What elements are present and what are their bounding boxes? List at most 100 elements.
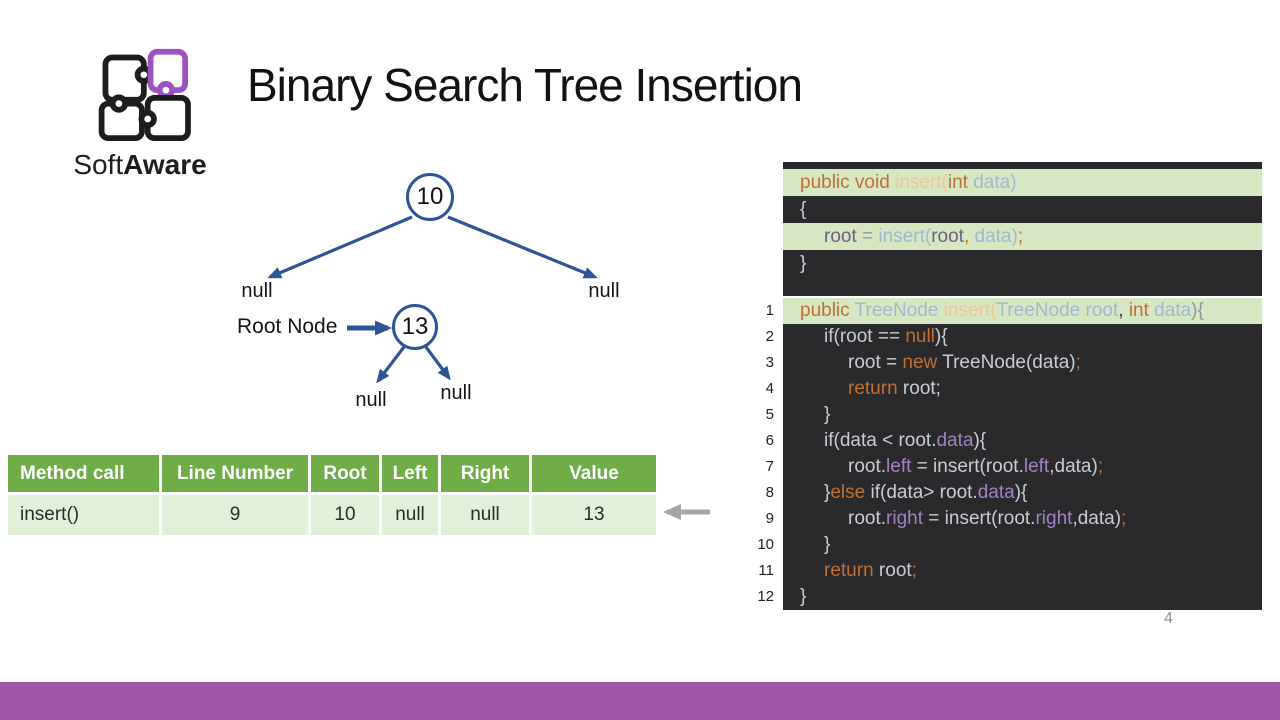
null-label-13-left: null <box>355 389 387 411</box>
code-token: = insert(root. <box>923 508 1036 529</box>
code-token: ,data) <box>1072 508 1122 529</box>
code-line: root = new TreeNode(data); <box>783 350 1262 376</box>
code-token: ,data) <box>1049 456 1098 477</box>
code-token: data <box>977 482 1015 503</box>
code-token: right <box>886 508 923 529</box>
code-line: return root; <box>783 558 1262 584</box>
code-token: left <box>886 456 912 477</box>
code-line: if(root == null){ <box>783 324 1262 350</box>
code-token: ){ <box>1191 300 1204 321</box>
page-number: 4 <box>1164 610 1173 627</box>
code-line: { <box>783 196 1262 223</box>
code-token: root <box>824 226 857 247</box>
table-cell-root: 10 <box>311 495 382 535</box>
code-token: TreeNode(data) <box>937 352 1076 373</box>
code-line-number: 2 <box>765 328 774 345</box>
code-line-number: 3 <box>765 354 774 371</box>
null-label-right: null <box>588 280 620 302</box>
code-token: root <box>873 560 912 581</box>
code-token: root. <box>848 508 887 529</box>
code-token: ; <box>1121 508 1127 529</box>
code-token: public <box>800 300 855 321</box>
code-line: root = insert(root, data); <box>783 223 1262 250</box>
tree-node-10: 10 <box>406 173 454 221</box>
code-line: root.left = insert(root.left,data); <box>783 454 1262 480</box>
bottom-bar <box>0 682 1280 720</box>
code-token: } <box>824 482 831 503</box>
code-token: root. <box>848 456 887 477</box>
code-token: ; <box>1097 456 1104 477</box>
code-token: if(data < root. <box>824 430 937 451</box>
code-line-number: 6 <box>765 432 774 449</box>
code-token: root = <box>848 352 903 373</box>
table-header-left: Left <box>382 455 441 495</box>
code-token: , <box>963 226 970 247</box>
code-token: ){ <box>973 430 987 451</box>
table-cell-value: 13 <box>532 495 656 535</box>
table-header-root: Root <box>311 455 382 495</box>
code-line-number: 7 <box>765 458 774 475</box>
code-token: = <box>856 226 879 247</box>
code-token: } <box>800 586 807 607</box>
table-header-value: Value <box>532 455 656 495</box>
code-token: int <box>1128 300 1149 321</box>
code-token: ; <box>1017 226 1024 247</box>
slide-title: Binary Search Tree Insertion <box>247 59 803 111</box>
table-header-right: Right <box>441 455 532 495</box>
code-token: left <box>1023 456 1050 477</box>
code-line-number: 11 <box>758 562 774 579</box>
code-token: , <box>1118 300 1129 321</box>
code-line: public void insert(int data) <box>783 169 1262 196</box>
edge-13-right-null <box>424 346 451 381</box>
table-header-line-number: Line Number <box>162 455 311 495</box>
null-label-left: null <box>241 280 273 302</box>
tree-node-13-value: 13 <box>401 313 429 340</box>
code-line: } <box>783 250 1262 277</box>
code-line: if(data < root.data){ <box>783 428 1262 454</box>
code-line: } <box>783 402 1262 428</box>
table-cell-line-number: 9 <box>162 495 311 535</box>
edge-root-right-null <box>447 215 598 279</box>
code-line: } <box>783 584 1262 610</box>
table-cell-left: null <box>382 495 441 535</box>
code-token: if(data> root. <box>865 482 978 503</box>
code-token: { <box>800 199 807 220</box>
code-panel-driver: public void insert(int data) { root = inse… <box>783 162 1262 296</box>
code-token: ; <box>1075 352 1081 373</box>
code-token: } <box>800 253 807 274</box>
softaware-logo-icon <box>98 48 191 142</box>
code-line: } <box>783 532 1262 558</box>
code-token: data <box>1148 300 1192 321</box>
code-token: insert( <box>943 300 997 321</box>
code-token: return <box>848 378 898 399</box>
tree-node-13: 13 <box>392 304 438 350</box>
table-header-method-call: Method call <box>8 455 162 495</box>
logo-aware: Aware <box>123 149 207 180</box>
code-token: } <box>824 534 831 555</box>
code-token: ){ <box>934 326 948 347</box>
code-token: TreeNode <box>854 300 944 321</box>
code-token: public void <box>800 172 896 193</box>
code-token: } <box>824 404 831 425</box>
logo-soft: Soft <box>73 149 124 180</box>
code-token: root <box>931 226 964 247</box>
code-line: public TreeNode insert(TreeNode root, in… <box>783 298 1262 324</box>
code-token: insert( <box>878 226 932 247</box>
code-line-number: 5 <box>765 406 774 423</box>
code-token: new <box>902 352 938 373</box>
root-node-label: Root Node <box>237 315 338 338</box>
code-token: ; <box>911 560 917 581</box>
code-token: ) <box>1011 226 1018 247</box>
code-line-number: 8 <box>765 484 774 501</box>
code-token: else <box>830 482 866 503</box>
code-token: right <box>1035 508 1073 529</box>
code-token: TreeNode root <box>996 300 1119 321</box>
code-token: insert( <box>895 172 948 193</box>
code-token: int <box>947 172 968 193</box>
code-token: ){ <box>1014 482 1028 503</box>
table-cell-method-call: insert() <box>8 495 162 535</box>
code-line-number: 1 <box>765 302 774 319</box>
code-token: return <box>824 560 874 581</box>
